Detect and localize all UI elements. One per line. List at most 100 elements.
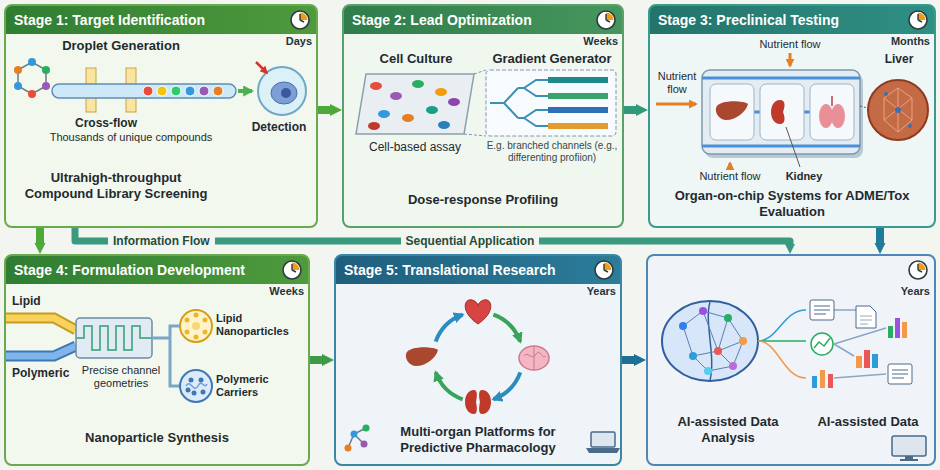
text-slot: Weeks bbox=[244, 285, 304, 298]
data-icons bbox=[811, 333, 833, 355]
product-label: Polymeric Carriers bbox=[216, 373, 304, 399]
molecule-icon bbox=[345, 445, 352, 452]
part-label: Cross-flow bbox=[56, 116, 156, 130]
data-lines bbox=[758, 340, 806, 342]
data-icons bbox=[810, 300, 834, 320]
data-icons bbox=[892, 370, 908, 378]
text-slot: Polymeric bbox=[12, 366, 69, 380]
droplet-channel bbox=[199, 86, 209, 96]
part-label: Cell-based assay bbox=[350, 140, 480, 154]
polymeric-carrier bbox=[199, 378, 204, 383]
ai-brain bbox=[724, 314, 732, 322]
flow-arrow bbox=[624, 106, 636, 114]
stage1-art bbox=[14, 11, 309, 115]
text-slot: Stage 3: Preclinical Testing bbox=[658, 6, 898, 34]
gradient-generator bbox=[486, 70, 616, 136]
panel-caption: Ultrahigh-throughput Compound Library Sc… bbox=[16, 170, 216, 203]
data-lines bbox=[834, 310, 886, 378]
ai-brain bbox=[683, 311, 743, 371]
organ-chip bbox=[831, 96, 833, 106]
clock-icon bbox=[291, 11, 309, 29]
data-icons bbox=[814, 306, 830, 314]
stage-panel: Stage 4: Formulation DevelopmentNanopart… bbox=[4, 254, 310, 466]
text-slot: Nutrient flow bbox=[652, 70, 702, 96]
panel-caption: Nanoparticle Synthesis bbox=[6, 430, 308, 446]
gradient-generator bbox=[486, 70, 616, 136]
clock-icon bbox=[595, 261, 613, 279]
flow-arrow bbox=[75, 228, 790, 244]
molecule-icon bbox=[42, 82, 50, 90]
part-label: Thousands of unique compounds bbox=[46, 131, 216, 144]
cell-plate bbox=[426, 106, 438, 114]
computer-icon bbox=[905, 456, 913, 459]
mixing-chip bbox=[76, 326, 152, 350]
flow-arrow bbox=[318, 106, 330, 114]
organ-chip bbox=[760, 84, 804, 140]
kidney-icon bbox=[465, 390, 477, 414]
data-icons bbox=[860, 316, 872, 324]
text-slot: Ultrahigh-throughput Compound Library Sc… bbox=[16, 170, 216, 203]
organ-chip bbox=[810, 84, 854, 140]
ai-brain bbox=[714, 347, 722, 355]
data-icons bbox=[888, 364, 912, 384]
droplet-channel bbox=[126, 68, 136, 112]
organ-chip bbox=[831, 104, 845, 128]
text-slot: Cross-flow bbox=[56, 116, 156, 130]
panel-heading: Stage 1: Target Identification bbox=[14, 6, 280, 34]
text-slot: Months bbox=[870, 35, 930, 48]
cycle-arrows bbox=[436, 372, 463, 399]
data-lines bbox=[758, 341, 806, 378]
text-slot: AI-assisted Data Analysis bbox=[658, 414, 798, 447]
section-label: Droplet Generation bbox=[56, 38, 186, 54]
text-slot: Information Flow bbox=[108, 233, 215, 249]
ai-brain bbox=[704, 367, 712, 375]
data-icons bbox=[864, 350, 870, 368]
text-slot: Lipid Nanoparticles bbox=[216, 312, 304, 338]
inlet-label: Polymeric bbox=[12, 366, 69, 380]
brain-icon bbox=[519, 346, 549, 370]
molecule-icon bbox=[345, 425, 370, 452]
nutrient-arrow bbox=[729, 163, 732, 168]
ai-brain bbox=[679, 322, 687, 330]
cell-plate bbox=[370, 82, 382, 90]
gradient-generator bbox=[548, 93, 608, 99]
panel-caption: Dose-response Profiling bbox=[344, 192, 622, 208]
polymeric-carrier bbox=[192, 391, 197, 396]
text-slot: Organ-on-chip Systems for ADME/Tox Evalu… bbox=[650, 188, 934, 221]
leader-line bbox=[786, 127, 800, 167]
heart-icon bbox=[465, 300, 491, 324]
organ-chip bbox=[771, 100, 785, 124]
nutrient-arrow bbox=[789, 53, 792, 66]
note-label: E.g. branched channels (e.g., differenti… bbox=[482, 140, 622, 164]
text-slot: Stage 5: Translational Research bbox=[344, 256, 584, 284]
stage5-art bbox=[345, 261, 621, 453]
data-icons bbox=[814, 338, 830, 348]
molecule-icon bbox=[361, 441, 368, 448]
text-slot: Multi-organ Platforms for Predictive Pha… bbox=[372, 424, 584, 457]
droplet-channel bbox=[143, 86, 153, 96]
molecule-icon bbox=[28, 90, 36, 98]
text-slot: Years bbox=[556, 285, 616, 298]
ai-brain bbox=[662, 301, 758, 381]
stage2-art bbox=[356, 11, 616, 136]
text-slot: Dose-response Profiling bbox=[344, 192, 622, 208]
molecule-icon bbox=[14, 66, 22, 74]
liver-icon bbox=[406, 347, 438, 366]
panel-caption: Organ-on-chip Systems for ADME/Tox Evalu… bbox=[650, 188, 934, 221]
polymeric-carrier bbox=[201, 390, 206, 395]
text-slot: Nanoparticle Synthesis bbox=[6, 430, 308, 446]
flow-label: Nutrient flow bbox=[690, 170, 770, 183]
organ-chip bbox=[702, 70, 860, 154]
data-icons bbox=[902, 322, 907, 338]
molecule-icon bbox=[363, 425, 370, 432]
droplet-channel bbox=[52, 68, 236, 112]
flow-label: Nutrient flow bbox=[652, 70, 702, 96]
detection-cell bbox=[256, 62, 267, 73]
polymeric-carrier bbox=[186, 388, 191, 393]
flow-label: Information Flow bbox=[108, 233, 215, 249]
inlet-label: Lipid bbox=[12, 294, 41, 308]
gradient-generator bbox=[548, 77, 608, 83]
detection-cell bbox=[256, 62, 306, 115]
clock-icon bbox=[597, 11, 615, 29]
